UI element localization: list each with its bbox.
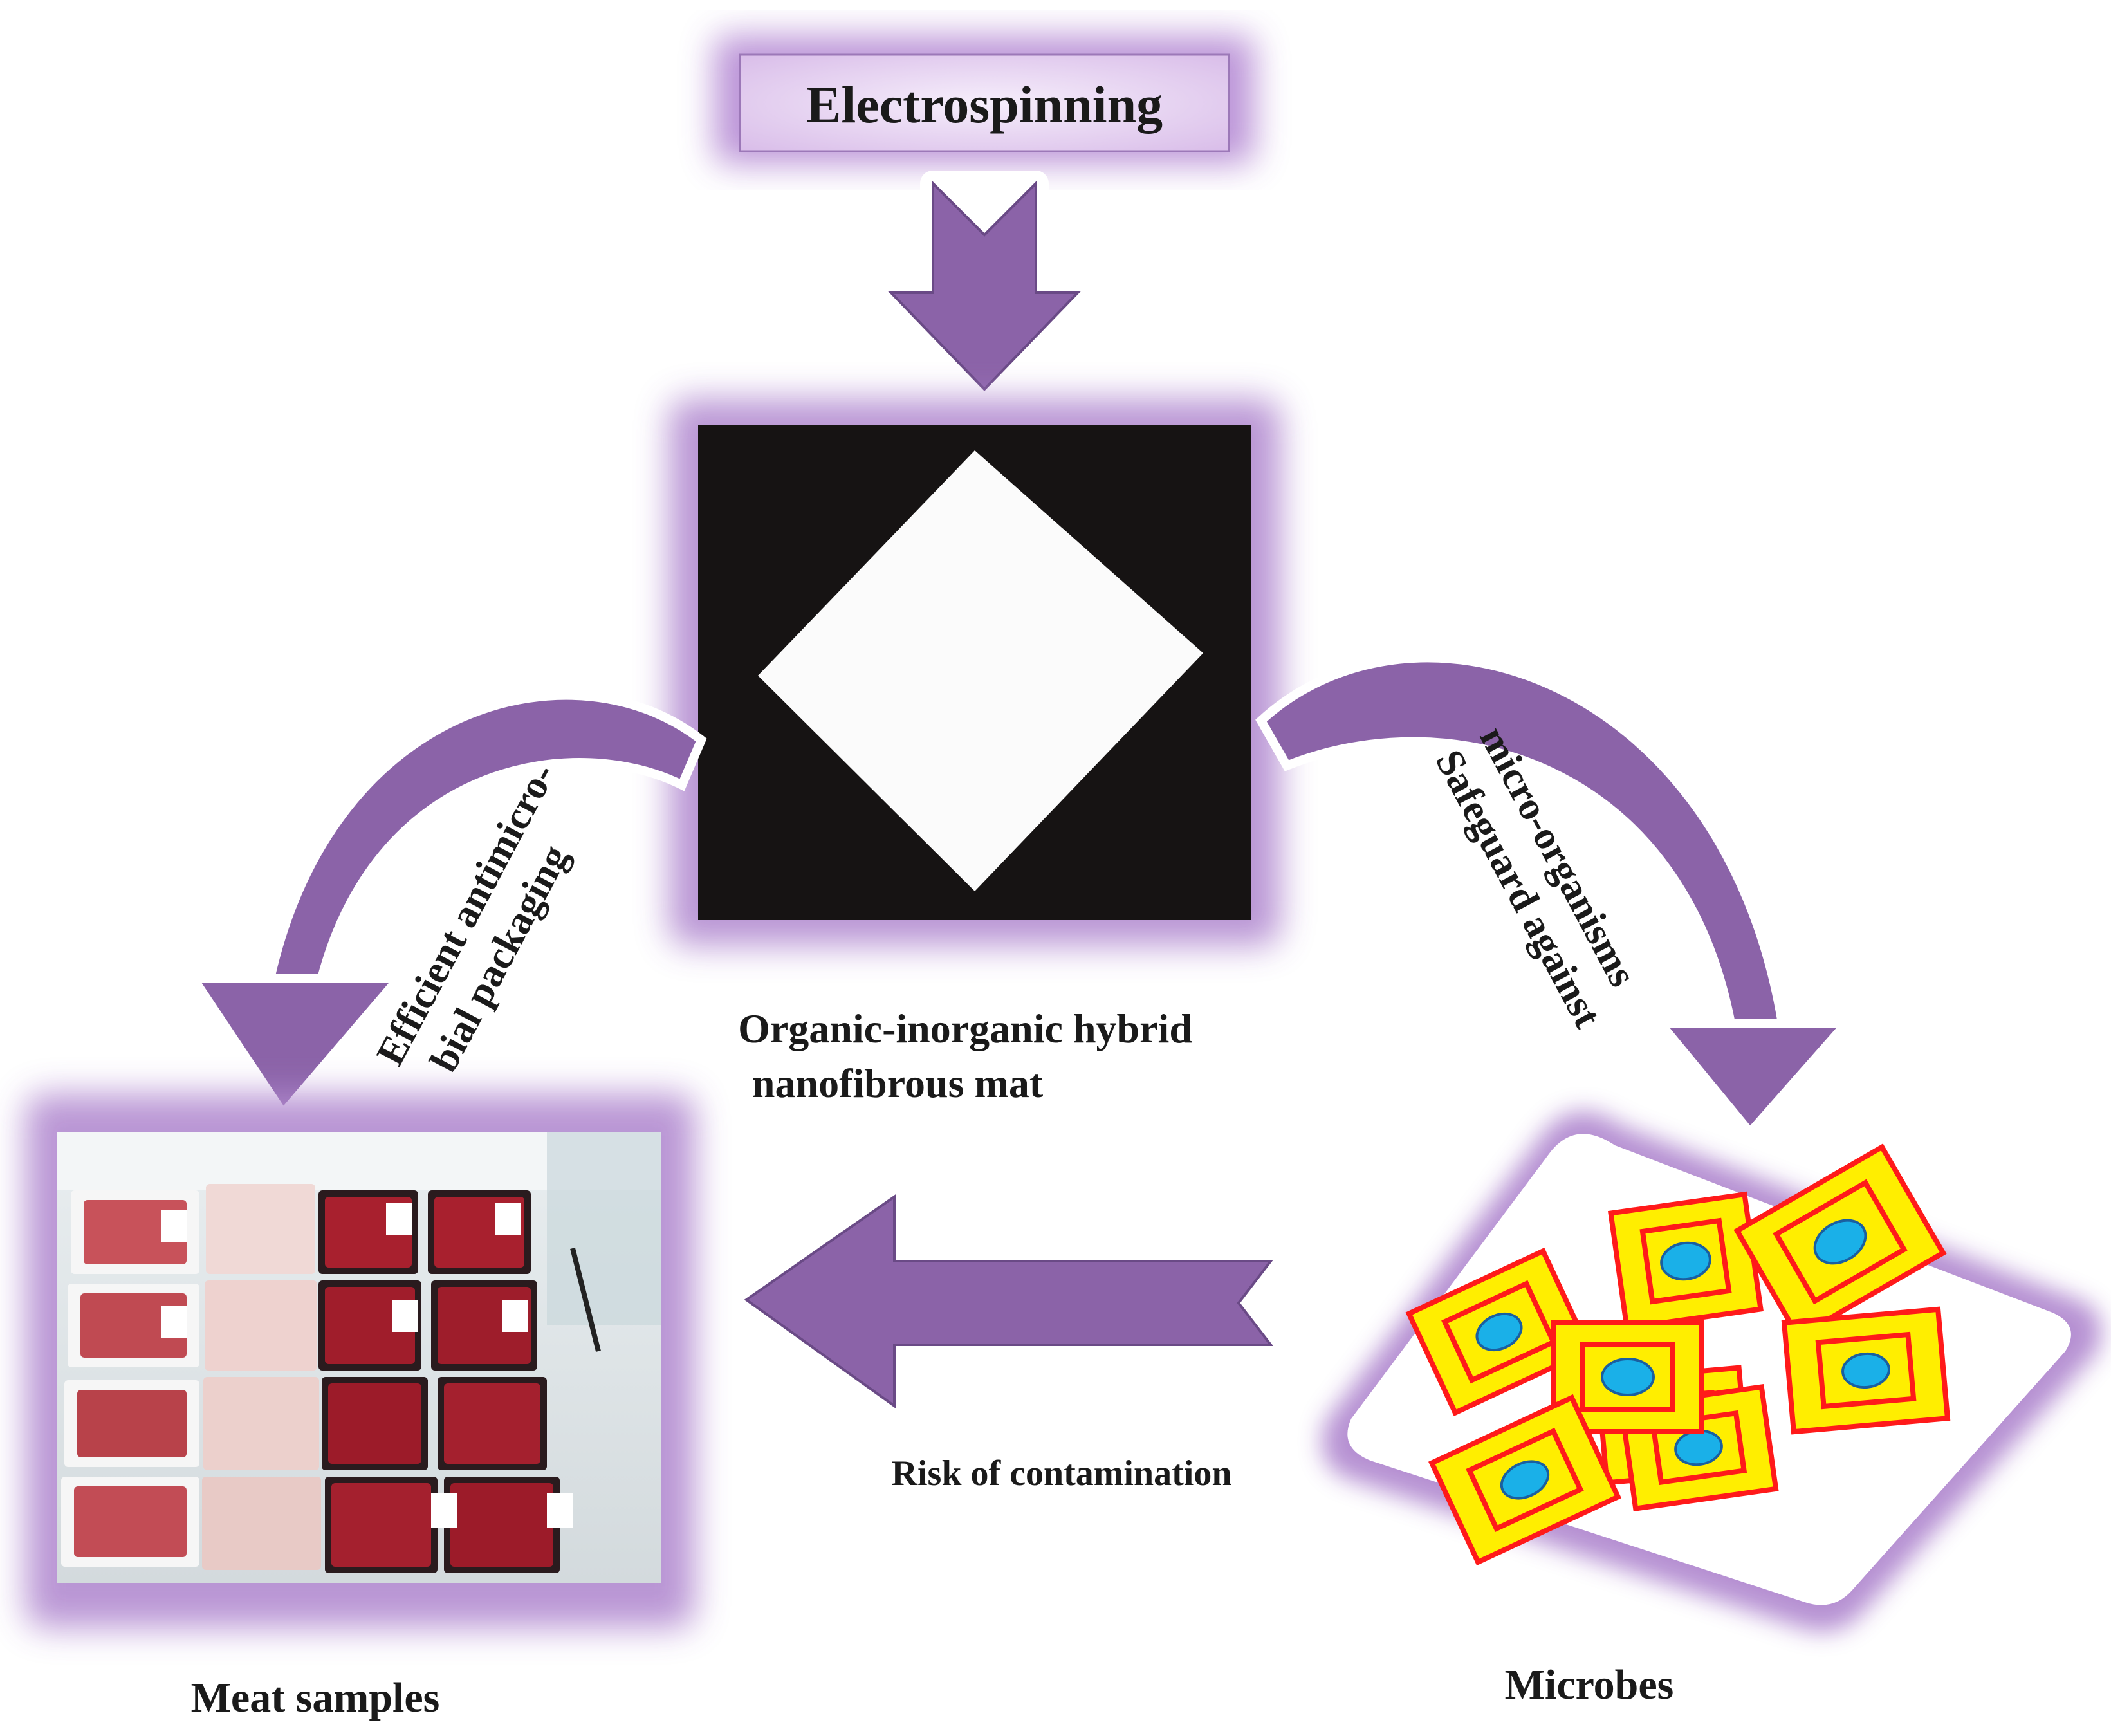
meat-samples-photo (26, 1094, 695, 1628)
right-curved-arrow (1255, 653, 1851, 1137)
nanofibrous-mat-image (669, 399, 1280, 946)
left-curved-arrow (189, 690, 707, 1118)
meat-samples-caption: Meat samples (191, 1674, 440, 1721)
electrospinning-label: Electrospinning (806, 75, 1163, 134)
mat-caption-line1: Organic-inorganic hybrid (738, 1006, 1192, 1051)
meat-trays (61, 1184, 601, 1573)
microbes-caption: Microbes (1505, 1661, 1674, 1708)
microbes-panel (1322, 1111, 2101, 1632)
electrospinning-box: Electrospinning (714, 35, 1255, 164)
contamination-label: Risk of contamination (892, 1454, 1232, 1493)
mat-caption-line2: nanofibrous mat (752, 1060, 1044, 1106)
down-arrow (875, 171, 1094, 405)
contamination-arrow (735, 1185, 1286, 1417)
microbe-cells (1405, 1143, 1951, 1566)
